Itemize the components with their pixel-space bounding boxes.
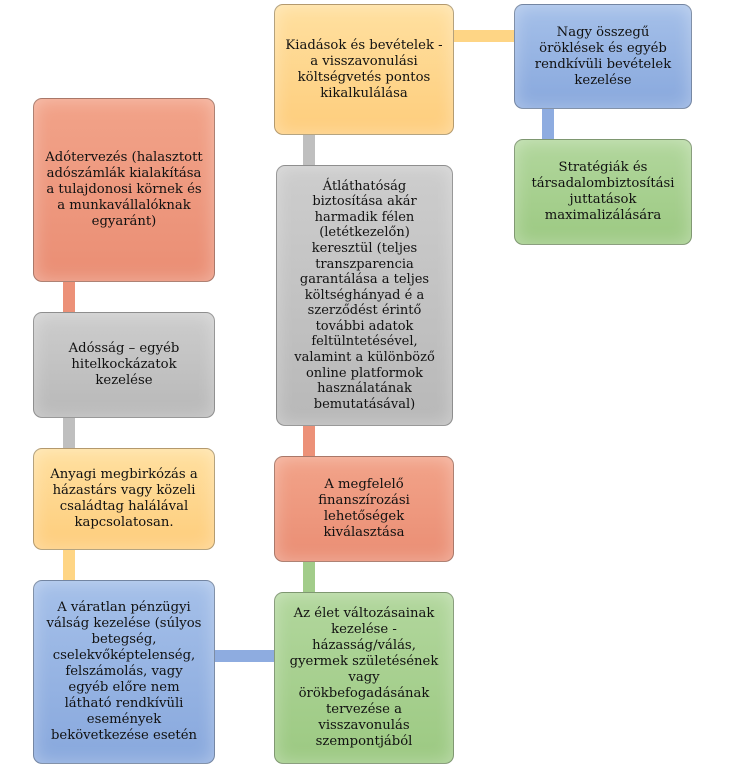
node-strategies: Stratégiák és társadalombiztosítási jutt… (514, 139, 692, 245)
node-transparency-label: Átláthatóság biztosítása akár harmadik f… (294, 178, 435, 412)
node-tax-planning: Adótervezés (halasztott adószámlák kiala… (33, 98, 215, 282)
connector-financing-transparency (303, 424, 315, 458)
node-crisis-label: A váratlan pénzügyi válság kezelése (súl… (46, 600, 202, 743)
connector-budget-inheritance (452, 30, 514, 42)
connector-tax-debt (63, 280, 75, 314)
node-budget: Kiadások és bevételek - a visszavonulási… (274, 4, 454, 135)
node-debt: Adósság – egyéb hitelkockázatok kezelése (33, 312, 215, 418)
node-financing-label: A megfelelő finanszírozási lehetőségek k… (318, 477, 410, 540)
node-grief-label: Anyagi megbirkózás a házastárs vagy köze… (50, 467, 198, 530)
node-budget-label: Kiadások és bevételek - a visszavonulási… (285, 37, 443, 101)
node-strategies-label: Stratégiák és társadalombiztosítási jutt… (531, 160, 675, 223)
connector-grief-crisis (63, 548, 75, 582)
node-life-changes: Az élet változásainak kezelése - házassá… (274, 592, 454, 764)
node-life-changes-label: Az élet változásainak kezelése - házassá… (289, 606, 439, 749)
node-crisis: A váratlan pénzügyi válság kezelése (súl… (33, 580, 215, 764)
node-transparency: Átláthatóság biztosítása akár harmadik f… (276, 165, 453, 426)
node-grief: Anyagi megbirkózás a házastárs vagy köze… (33, 448, 215, 550)
connector-debt-grief (63, 416, 75, 450)
node-financing: A megfelelő finanszírozási lehetőségek k… (274, 456, 454, 562)
connector-inheritance-strategies (542, 107, 554, 141)
node-debt-label: Adósság – egyéb hitelkockázatok kezelése (68, 341, 180, 388)
connector-transparency-budget (303, 133, 315, 167)
node-tax-planning-label: Adótervezés (halasztott adószámlák kiala… (45, 150, 203, 229)
connector-crisis-life (214, 650, 276, 662)
node-inheritance: Nagy összegű öröklések és egyéb rendkívü… (514, 4, 692, 109)
node-inheritance-label: Nagy összegű öröklések és egyéb rendkívü… (534, 24, 672, 88)
connector-life-financing (303, 560, 315, 594)
